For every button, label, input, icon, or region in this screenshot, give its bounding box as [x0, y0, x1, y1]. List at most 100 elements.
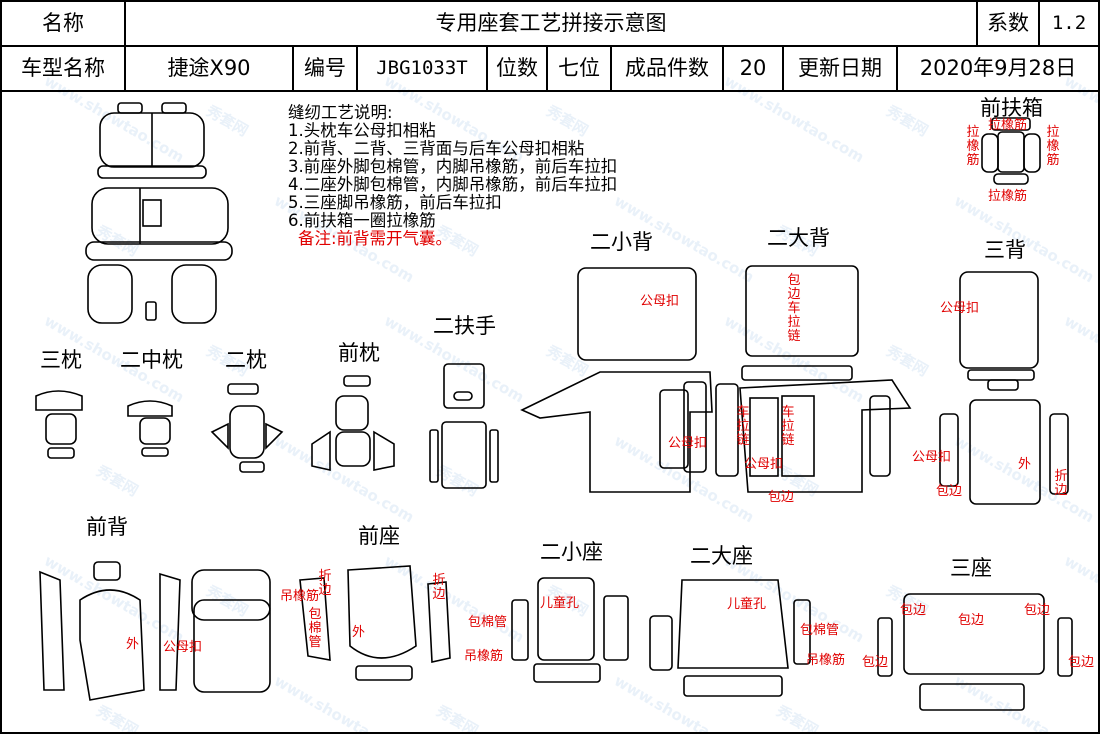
- coef-value: 1.2: [1051, 12, 1087, 34]
- annotation-edge: 包边: [958, 613, 985, 628]
- annotation-pull-elastic-vertical: 拉橡筋: [1046, 125, 1060, 168]
- code-value: JBG1033T: [376, 57, 468, 79]
- table-col-divider: [1038, 0, 1040, 46]
- table-col-divider: [292, 45, 294, 91]
- section-label-second-large-seat: 二大座: [690, 544, 753, 568]
- seats-label: 位数: [496, 56, 538, 80]
- annotation-outer: 外: [1018, 457, 1032, 472]
- note-item: 3.前座外脚包棉管，内脚吊橡筋，前后车拉扣: [288, 157, 618, 176]
- annotation-outer: 外: [126, 637, 140, 652]
- front-headrest-pattern: [311, 375, 395, 471]
- table-border-top: [0, 0, 1100, 2]
- table-row-divider: [0, 45, 1100, 47]
- section-label-second-headrest: 二枕: [225, 348, 267, 372]
- third-back-pattern: [939, 271, 1069, 505]
- note-item: 5.三座脚吊橡筋，前后车拉扣: [288, 193, 502, 212]
- second-armrest-pattern: [429, 363, 499, 489]
- section-label-third-back: 三背: [984, 238, 1026, 262]
- front-armrest-pattern: [981, 117, 1041, 185]
- table-col-divider: [546, 45, 548, 91]
- table-col-divider: [976, 0, 978, 46]
- annotation-fold: 折边: [318, 569, 332, 598]
- annotation-pull-elastic-vertical: 拉橡筋: [966, 125, 980, 168]
- third-headrest-pattern: [35, 390, 83, 459]
- table-col-divider: [782, 45, 784, 91]
- annotation-zip: 车拉链: [781, 405, 795, 448]
- annotation-outer: 外: [352, 625, 366, 640]
- coef-label: 系数: [987, 11, 1029, 35]
- section-label-second-mid-headrest: 二中枕: [120, 348, 183, 372]
- section-label-second-large-back: 二大背: [767, 226, 830, 250]
- annotation-snap: 公母扣: [912, 450, 952, 465]
- section-label-front-headrest: 前枕: [338, 341, 380, 365]
- annotation-edge-zip: 包边车拉链: [787, 273, 801, 344]
- page-border-right: [1098, 0, 1100, 734]
- annotation-wrap-pipe: 包棉管: [468, 615, 508, 630]
- annotation-wrap-pipe: 包棉管: [800, 623, 840, 638]
- notes-remark: 备注:前背需开气囊。: [298, 229, 453, 248]
- annotation-hang-elastic: 吊橡筋: [806, 653, 846, 668]
- second-large-back-pattern: [715, 265, 912, 493]
- table-col-divider: [124, 0, 126, 92]
- annotation-hang-elastic: 吊橡筋: [280, 589, 320, 604]
- page-border-left: [0, 0, 2, 734]
- table-col-divider: [356, 45, 358, 91]
- pieces-value: 20: [739, 56, 767, 80]
- note-item: 1.头枕车公母扣相粘: [288, 121, 436, 140]
- pieces-label: 成品件数: [625, 56, 709, 80]
- section-label-front-seat: 前座: [358, 524, 400, 548]
- section-label-second-small-back: 二小背: [590, 230, 653, 254]
- annotation-edge: 包边: [936, 484, 963, 499]
- annotation-snap: 公母扣: [744, 457, 784, 472]
- third-seat-pattern: [877, 593, 1073, 711]
- annotation-hang-elastic: 吊橡筋: [464, 649, 504, 664]
- annotation-edge: 包边: [1024, 603, 1051, 618]
- page-title: 专用座套工艺拼接示意图: [435, 11, 667, 35]
- sewing-notes: 缝纫工艺说明: 1.头枕车公母扣相粘 2.前背、二背、三背面与后车公母扣相粘 3…: [288, 104, 617, 248]
- page-border-bottom: [0, 732, 1100, 734]
- table-col-divider: [896, 45, 898, 91]
- annotation-fold: 折边: [432, 573, 446, 602]
- front-seat-pattern: [299, 565, 451, 681]
- table-border-bottom: [0, 90, 1100, 92]
- note-item: 6.前扶箱一圈拉橡筋: [288, 211, 436, 230]
- annotation-edge: 包边: [862, 655, 889, 670]
- annotation-child-hole: 儿童孔: [540, 596, 580, 611]
- annotation-snap: 公母扣: [668, 436, 708, 451]
- second-large-seat-pattern: [649, 579, 811, 697]
- date-label: 更新日期: [798, 56, 882, 80]
- date-value: 2020年9月28日: [919, 56, 1077, 80]
- name-label: 名称: [42, 11, 84, 35]
- seats-value: 七位: [558, 56, 600, 80]
- note-item: 4.二座外脚包棉管，内脚吊橡筋，前后车拉扣: [288, 175, 618, 194]
- section-label-third-seat: 三座: [950, 556, 992, 580]
- model-label: 车型名称: [21, 56, 105, 80]
- annotation-fold: 折边: [1054, 469, 1068, 498]
- annotation-edge: 包边: [1068, 655, 1095, 670]
- second-mid-headrest-pattern: [127, 400, 173, 457]
- second-headrest-pattern: [210, 383, 284, 473]
- annotation-edge: 包边: [768, 490, 795, 505]
- annotation-snap: 公母扣: [940, 301, 980, 316]
- second-small-seat-pattern: [511, 577, 629, 683]
- table-col-divider: [722, 45, 724, 91]
- annotation-snap: 公母扣: [163, 640, 203, 655]
- model-value: 捷途X90: [167, 56, 251, 80]
- code-label: 编号: [304, 56, 346, 80]
- annotation-pull-elastic: 拉橡筋: [988, 118, 1028, 133]
- seat-overview: [85, 102, 233, 324]
- table-col-divider: [486, 45, 488, 91]
- front-back-pattern: [39, 561, 271, 701]
- notes-heading: 缝纫工艺说明:: [288, 103, 393, 122]
- annotation-zip: 车拉链: [736, 405, 750, 448]
- table-col-divider: [610, 45, 612, 91]
- annotation-edge: 包边: [900, 603, 927, 618]
- annotation-snap: 公母扣: [640, 294, 680, 309]
- second-small-back-pattern: [520, 267, 713, 493]
- annotation-wrap-pipe: 包棉管: [308, 607, 322, 650]
- section-label-second-small-seat: 二小座: [540, 540, 603, 564]
- annotation-child-hole: 儿童孔: [727, 597, 767, 612]
- section-label-third-headrest: 三枕: [40, 348, 82, 372]
